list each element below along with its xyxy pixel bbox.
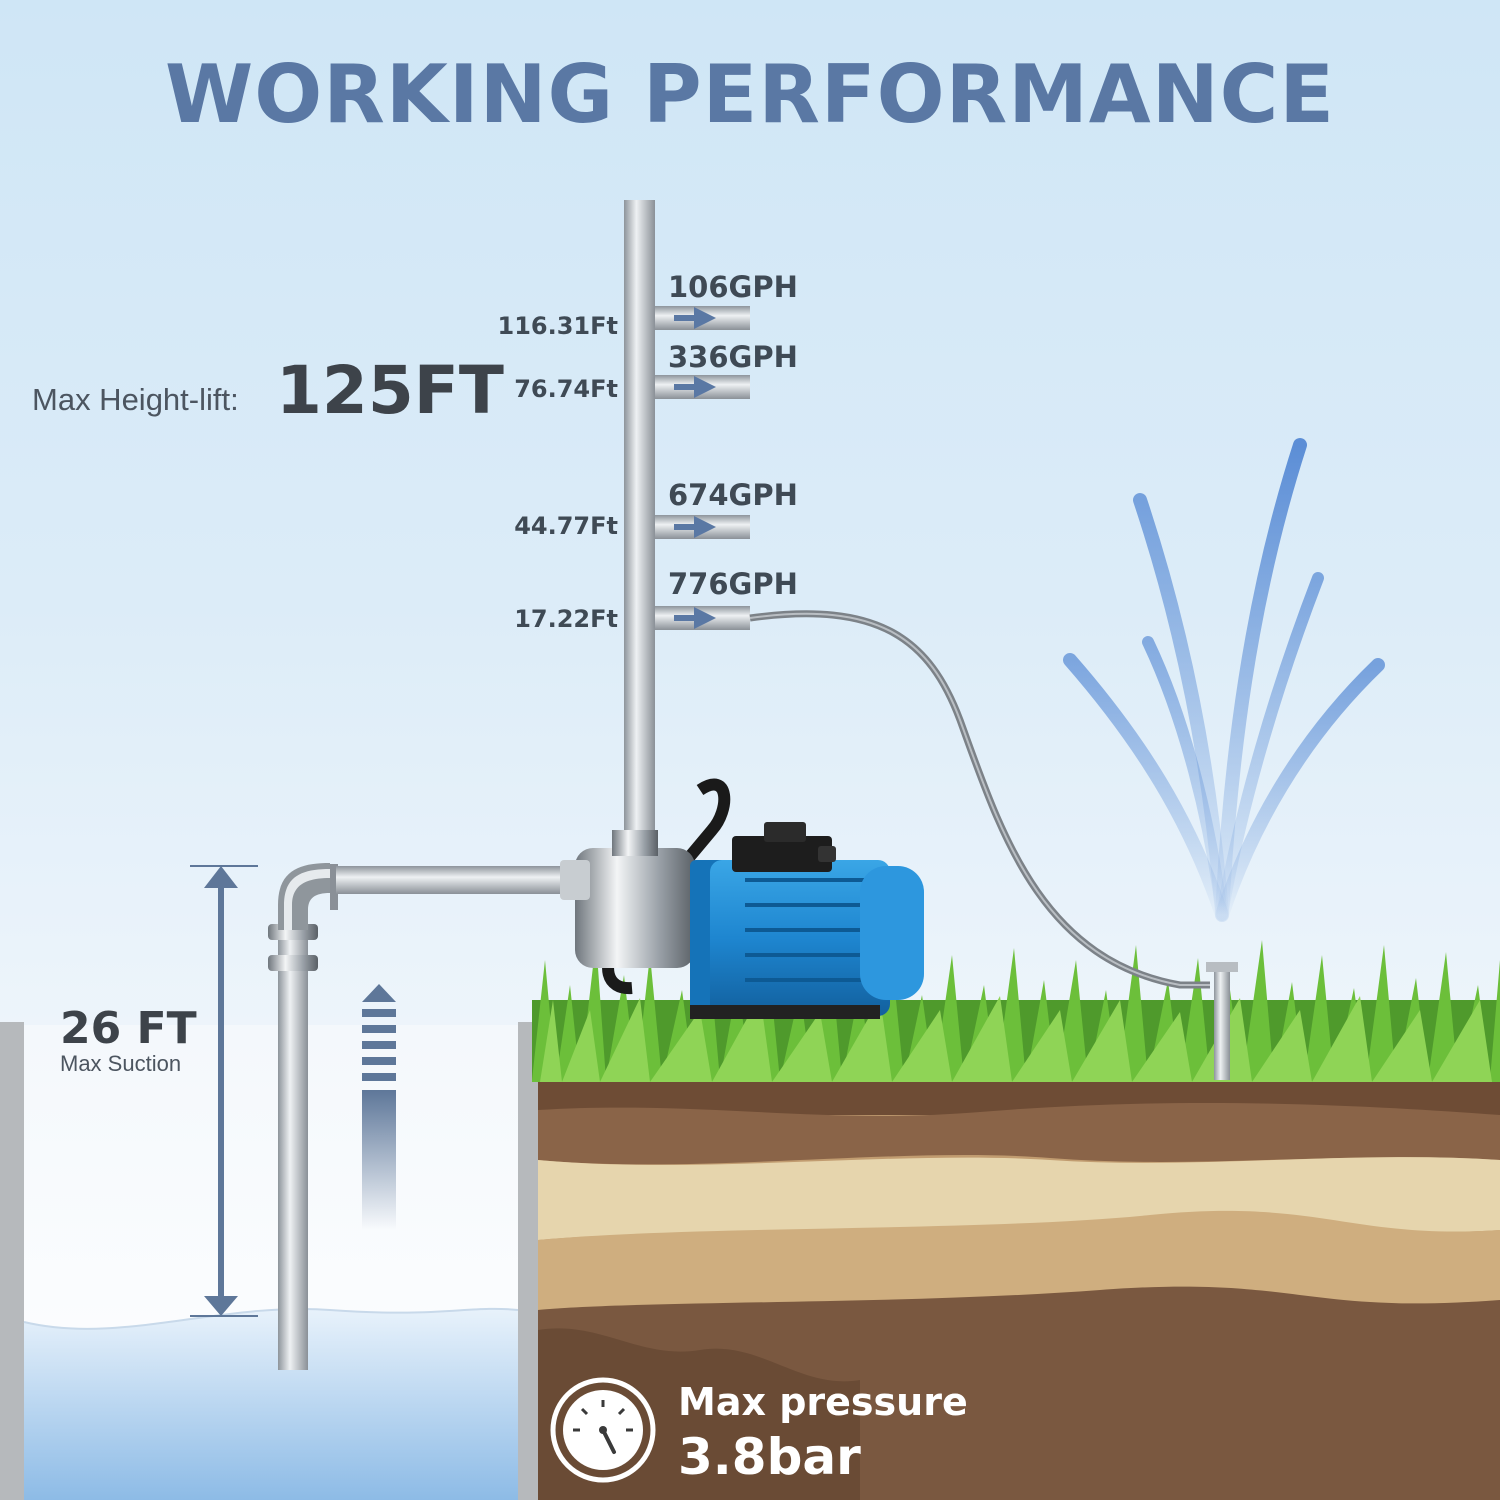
- water-pump: [560, 785, 924, 1019]
- pressure-gauge-icon: [553, 1380, 653, 1480]
- max-height-lift-label: Max Height-lift:: [32, 382, 239, 418]
- outlet-height-4: 17.22Ft: [468, 605, 618, 633]
- outlet-flow-4: 776GPH: [668, 567, 798, 601]
- discharge-pipe: [624, 200, 655, 860]
- well: [0, 1022, 540, 1500]
- page-title: WORKING PERFORMANCE: [0, 48, 1500, 141]
- max-pressure-label: Max pressure: [678, 1380, 968, 1424]
- outlet-flow-1: 106GPH: [668, 270, 798, 304]
- outlet-flow-3: 674GPH: [668, 478, 798, 512]
- max-suction-value: 26 FT: [60, 1003, 197, 1054]
- well-water: [24, 1309, 518, 1500]
- well-wall-left: [0, 1022, 24, 1500]
- water-sprinkler-icon: [1070, 445, 1378, 1080]
- well-wall-right: [518, 1022, 540, 1500]
- outlet-height-3: 44.77Ft: [468, 512, 618, 540]
- max-suction-label: Max Suction: [60, 1051, 181, 1077]
- outlet-height-1: 116.31Ft: [468, 312, 618, 340]
- suction-arrow-icon: [362, 984, 396, 1230]
- max-pressure-value: 3.8bar: [678, 1428, 861, 1486]
- outlet-flow-2: 336GPH: [668, 340, 798, 374]
- outlet-height-2: 76.74Ft: [468, 375, 618, 403]
